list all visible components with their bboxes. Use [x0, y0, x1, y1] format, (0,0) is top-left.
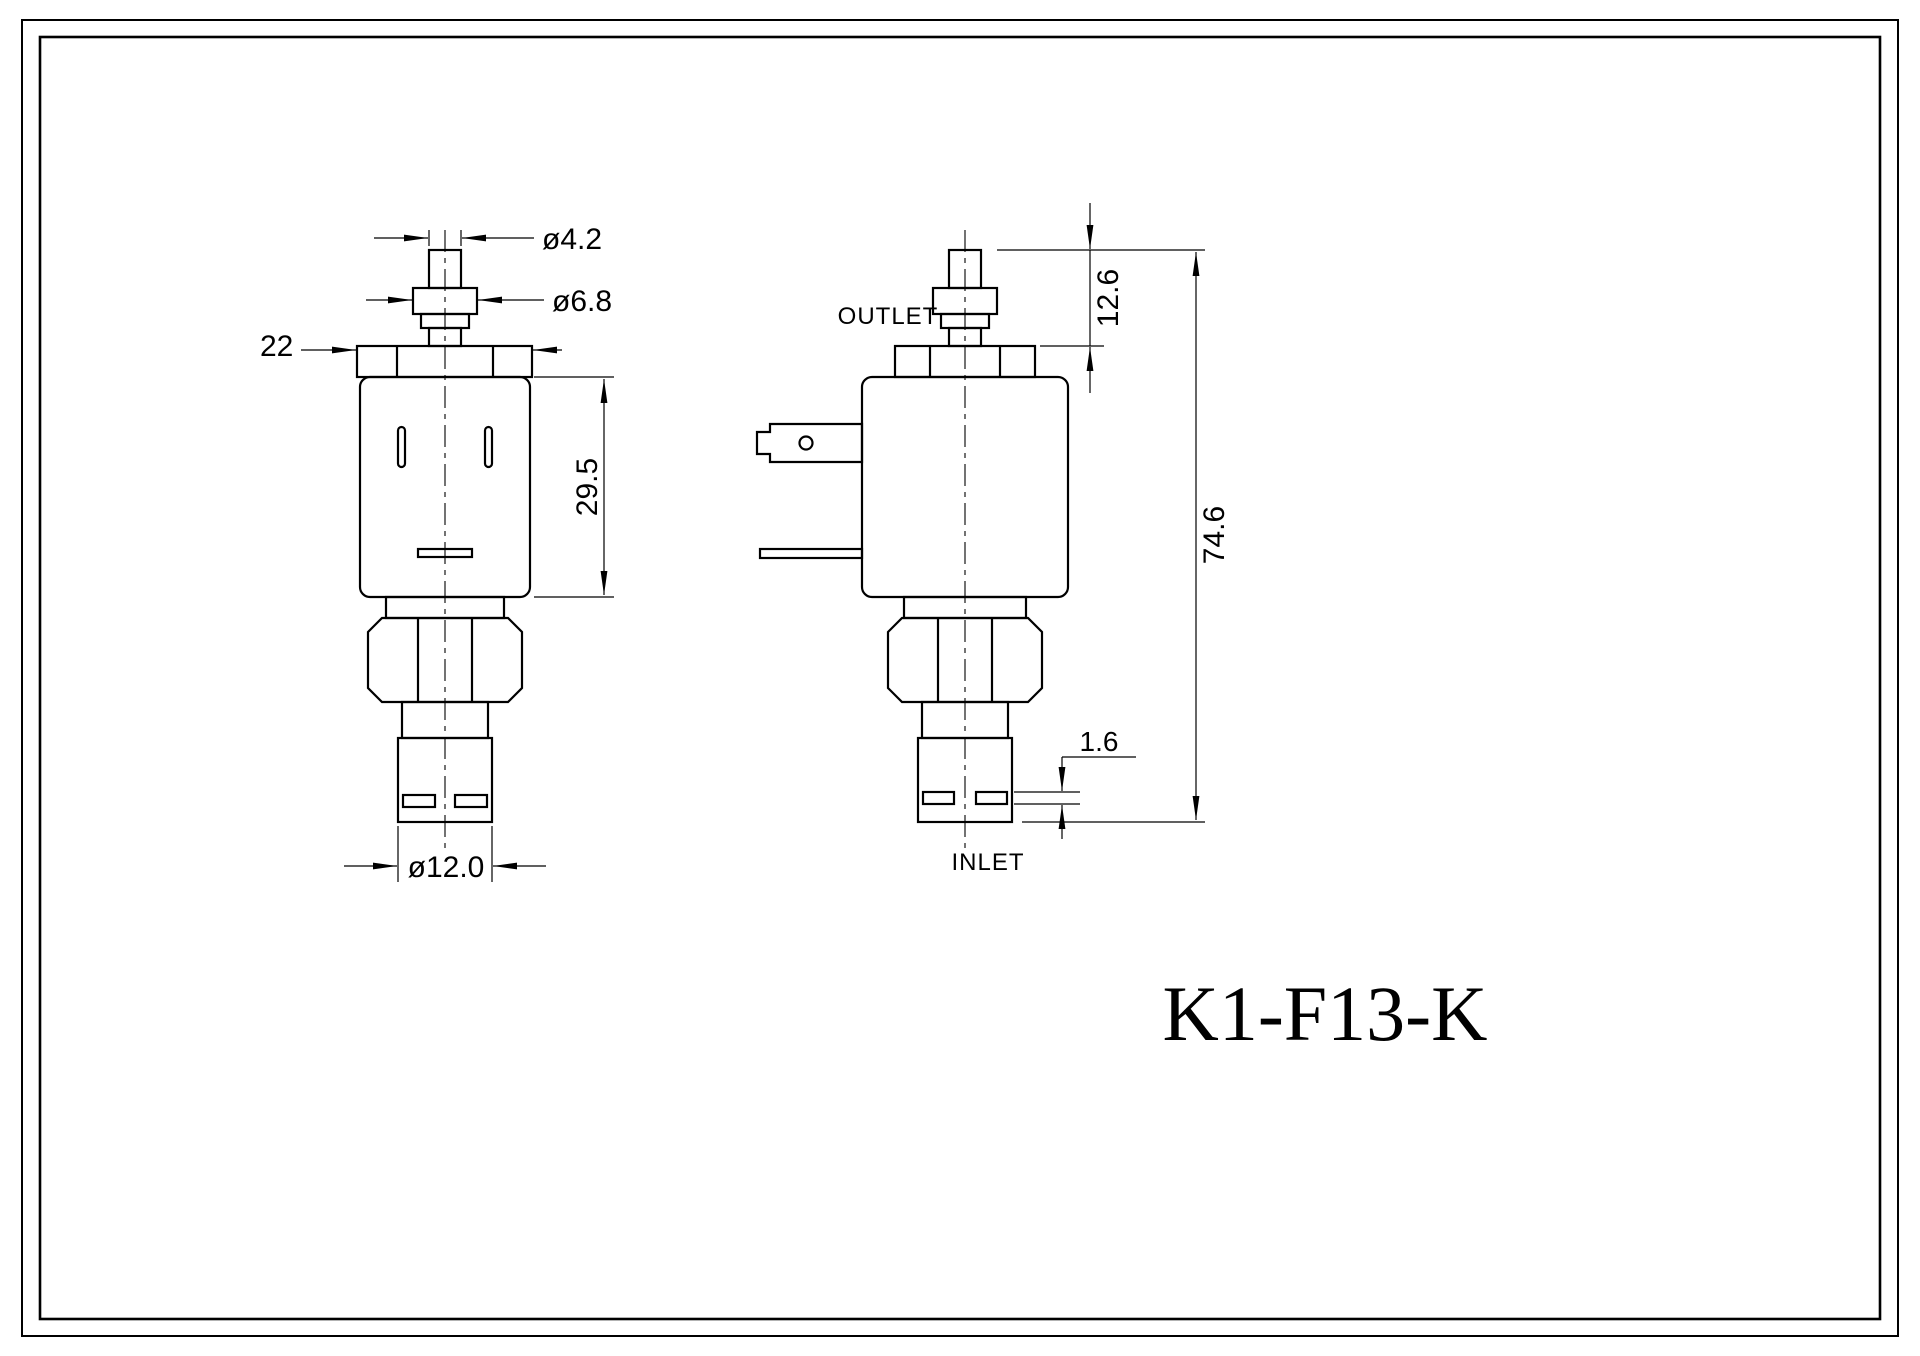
- drawing-title: K1-F13-K: [1163, 970, 1488, 1057]
- front-body-slot-left: [396, 425, 407, 469]
- side-hex-nut: [886, 616, 1044, 704]
- dim-label-stem-diameter: ø4.2: [542, 223, 602, 256]
- front-body-slot-right: [483, 425, 494, 469]
- dim-label-total-height: 74.6: [1198, 506, 1231, 564]
- front-base-block: [396, 736, 494, 824]
- front-hex-nut: [366, 616, 524, 704]
- inlet-label: INLET: [951, 849, 1024, 876]
- dim-label-cap-width: 22: [260, 330, 293, 363]
- side-groove-left: [921, 790, 956, 806]
- sheet-border: [21, 19, 1899, 1337]
- dim-label-stem-height: 12.6: [1092, 269, 1125, 327]
- connector-hole: [798, 435, 814, 451]
- outlet-label: OUTLET: [838, 303, 939, 330]
- border-outer: [21, 19, 1899, 1337]
- border-inner: [38, 35, 1882, 1321]
- dim-label-body-height: 29.5: [571, 458, 604, 516]
- front-view: [355, 230, 534, 852]
- dim-label-groove-width: 1.6: [1080, 726, 1119, 757]
- dim-label-base-diameter: ø12.0: [408, 851, 485, 884]
- side-base-block: [916, 736, 1014, 824]
- side-view-dimensions: 12.6 74.6 1.6: [997, 203, 1231, 839]
- port-labels: OUTLET INLET: [838, 303, 1024, 876]
- connector-blade: [758, 547, 864, 560]
- front-view-dimensions: ø4.2 ø6.8 22 29.5 ø12.0: [260, 223, 614, 884]
- front-groove-right: [453, 793, 489, 809]
- side-view: [755, 230, 1070, 852]
- front-groove-left: [401, 793, 437, 809]
- dim-label-collar-diameter: ø6.8: [552, 285, 612, 318]
- side-groove-right: [974, 790, 1009, 806]
- connector-tab: [755, 422, 864, 464]
- front-body-slot-bottom: [416, 547, 474, 559]
